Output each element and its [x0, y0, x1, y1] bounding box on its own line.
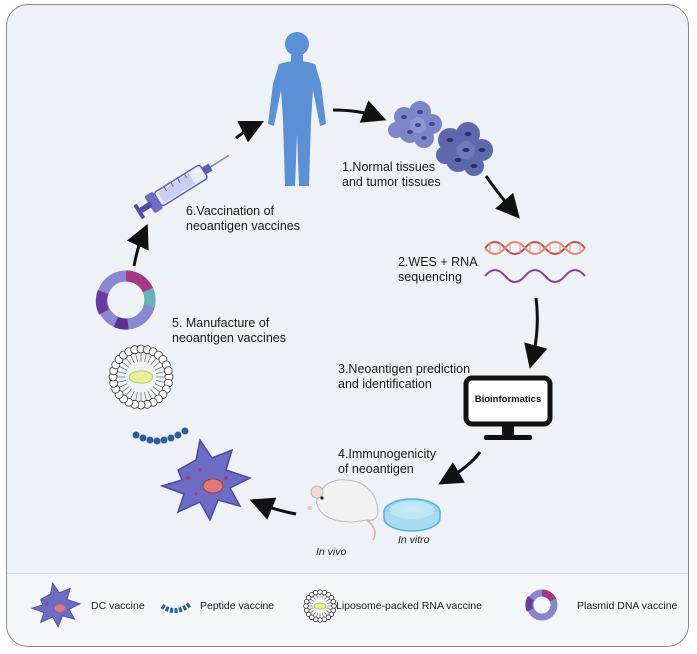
- in-vivo-label: In vivo: [316, 546, 347, 558]
- legend-plasmid-icon: [525, 589, 558, 621]
- legend-plasmid-label: Plasmid DNA vaccine: [577, 600, 678, 612]
- step-4-label: 4.Immunogenicity of neoantigen: [338, 447, 436, 476]
- step-5-label: 5. Manufacture of neoantigen vaccines: [172, 316, 286, 345]
- step-2-label: 2.WES + RNA sequencing: [398, 255, 478, 284]
- cycle-arrows: [126, 100, 548, 520]
- step-6-label: 6.Vaccination of neoantigen vaccines: [186, 204, 300, 233]
- arrow-assay-to-dc: [249, 497, 297, 520]
- dna-helix-icon: [484, 241, 586, 255]
- legend-peptide-label: Peptide vaccine: [200, 600, 275, 612]
- legend-liposome-icon: [303, 589, 337, 623]
- plasmid-ring-icon: [95, 270, 156, 330]
- syringe-icon: [133, 154, 230, 219]
- bioinformatics-label: Bioinformatics: [474, 394, 542, 405]
- legend-dc-label: DC vaccine: [91, 600, 145, 612]
- step-1-label: 1.Normal tissues and tumor tissues: [342, 160, 441, 189]
- in-vitro-label: In vitro: [398, 534, 430, 546]
- normal-tissue-icon: [388, 101, 442, 148]
- mouse-icon: [307, 479, 379, 541]
- arrow-tissue-to-seq: [484, 175, 520, 219]
- dendritic-cell-icon: [159, 438, 252, 522]
- human-figure-icon: [268, 32, 326, 186]
- liposome-icon: [108, 344, 174, 410]
- arrow-bioinfo-to-assay: [438, 451, 482, 485]
- arrow-syringe-to-human: [235, 120, 265, 143]
- bioinformatics-monitor-icon: [463, 375, 553, 440]
- legend-dc-icon: [30, 581, 82, 628]
- tumor-tissue-icon: [436, 122, 493, 176]
- arrow-plasmid-to-syringe: [126, 223, 149, 267]
- petri-dish-icon: [383, 498, 441, 532]
- legend-liposome-label: Liposome-packed RNA vaccine: [336, 600, 482, 612]
- arrow-human-to-tissue: [332, 100, 387, 123]
- peptide-chain-icon: [132, 427, 189, 445]
- legend-bar: [7, 573, 688, 646]
- arrow-seq-to-bioinfo: [524, 297, 548, 369]
- rna-strand-icon: [484, 269, 586, 283]
- legend-peptide-icon: [160, 602, 192, 613]
- step-3-label: 3.Neoantigen prediction and identificati…: [338, 362, 471, 391]
